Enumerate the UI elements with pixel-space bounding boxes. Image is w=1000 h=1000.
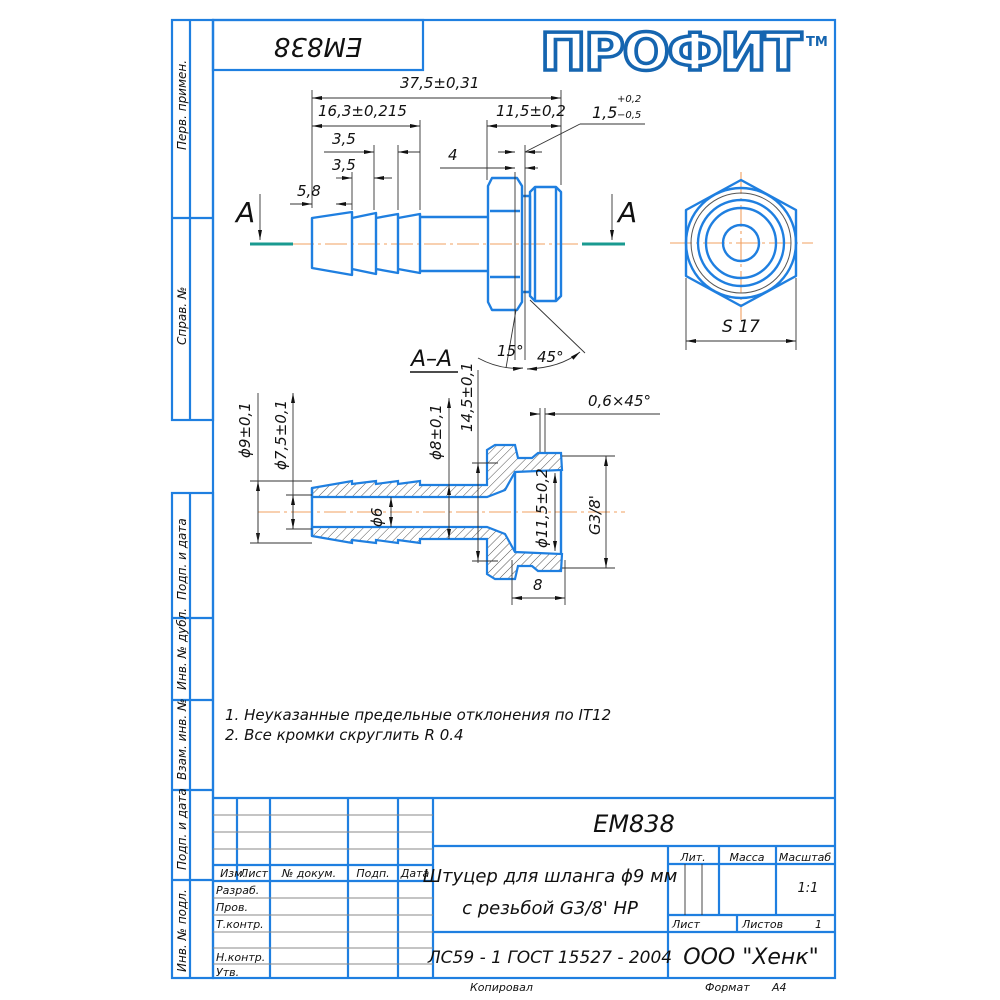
stamp-inv-podl: Инв. № подл. [175,889,189,972]
col-data: Дата [400,867,430,880]
dim-thread-len: 8 [533,576,543,594]
dim-d-recess: ϕ11,5±0,2 [533,468,551,548]
designation-mirrored: ЕМ838 [274,31,363,61]
dim-groove: 1,5 [592,103,617,122]
dim-chamfer: 0,6×45° [588,392,651,410]
dim-d-shank: ϕ8±0,1 [427,404,445,460]
dim-d-barb: ϕ7,5±0,1 [272,400,290,470]
logo-text: ПРОФИТ [540,23,803,83]
scale-value: 1:1 [798,881,819,896]
dim-thread: G3/8' [586,495,604,535]
section-marker-right: А [616,196,637,229]
title-block: Изм. Лист № докум. Подп. Дата Разраб. Пр… [213,796,835,994]
format-value: А4 [771,981,787,994]
dim-groove-upper: +0,2 [617,94,641,105]
stamp-podp-data-2: Подп. и дата [175,788,189,870]
part-name-line1: Штуцер для шланга ϕ9 мм [423,866,678,887]
side-stamp: Перв. примен. Справ. № Подп. и дата Инв.… [175,60,189,972]
sheet-label: Лист [671,918,700,931]
end-view: S 17 [670,172,813,350]
dim-hex-width: 4 [448,146,458,164]
stamp-inv-dubl: Инв. № дубл. [175,608,189,690]
mass-label: Масса [729,851,764,864]
dim-groove-lower: −0,5 [617,110,641,121]
dim-hex-height: 14,5±0,1 [458,362,476,432]
role-utv: Утв. [216,966,239,979]
col-izm: Изм. [220,867,246,880]
sheet-frame [170,18,837,980]
company-name: ООО "Хенк" [683,945,818,970]
side-view: А А 37,5±0,31 16,3±0,215 11,5±0,2 [234,74,645,371]
role-prov: Пров. [216,901,248,914]
scale-label: Масштаб [779,851,831,864]
section-label: А–А [409,347,452,372]
sheets-value: 1 [815,918,822,931]
dim-angle-45: 45° [537,348,564,366]
section-marker-left: А [234,196,255,229]
section-view: А–А ϕ9±0,1 ϕ7,5±0,1 ϕ6 ϕ8±0,1 14,5±0,1 [236,347,660,605]
dim-overall: 37,5±0,31 [400,74,479,92]
dim-pitch-2: 3,5 [332,156,356,174]
title-designation: ЕМ838 [593,810,675,838]
dim-d-bore: ϕ6 [368,508,386,527]
lit-label: Лит. [679,851,705,864]
stamp-podp-data-1: Подп. и дата [175,518,189,600]
stamp-vzam-inv: Взам. инв. № [175,699,189,780]
part-name-line2: с резьбой G3/8' НР [462,898,638,919]
col-doc-no: № докум. [281,867,336,880]
sheets-label: Листов [741,918,783,931]
dim-hex-size: S 17 [722,317,760,337]
dim-first-barb: 5,8 [297,182,321,200]
role-razrab: Разраб. [216,884,259,897]
col-podp: Подп. [356,867,389,880]
technical-notes: 1. Неуказанные предельные отклонения по … [225,706,611,744]
dim-thread-length: 11,5±0,2 [496,102,566,120]
col-list: Лист [239,867,268,880]
role-tkontr: Т.контр. [216,918,264,931]
material: ЛС59 - 1 ГОСТ 15527 - 2004 [427,948,672,968]
role-nkontr: Н.контр. [216,951,265,964]
dim-d-outer: ϕ9±0,1 [236,402,254,458]
stamp-sprav-no: Справ. № [175,287,189,345]
copied-label: Копировал [470,981,533,994]
dim-angle-15: 15° [497,342,524,360]
dim-pitch-1: 3,5 [332,130,356,148]
format-label: Формат [705,981,750,994]
brand-logo: ПРОФИТ TM [538,21,828,85]
dim-barb-length: 16,3±0,215 [318,102,407,120]
note-1: 1. Неуказанные предельные отклонения по … [225,706,611,724]
logo-tm: TM [806,35,828,50]
note-2: 2. Все кромки скруглить R 0.4 [225,726,464,744]
stamp-perv-primen: Перв. примен. [175,60,189,150]
